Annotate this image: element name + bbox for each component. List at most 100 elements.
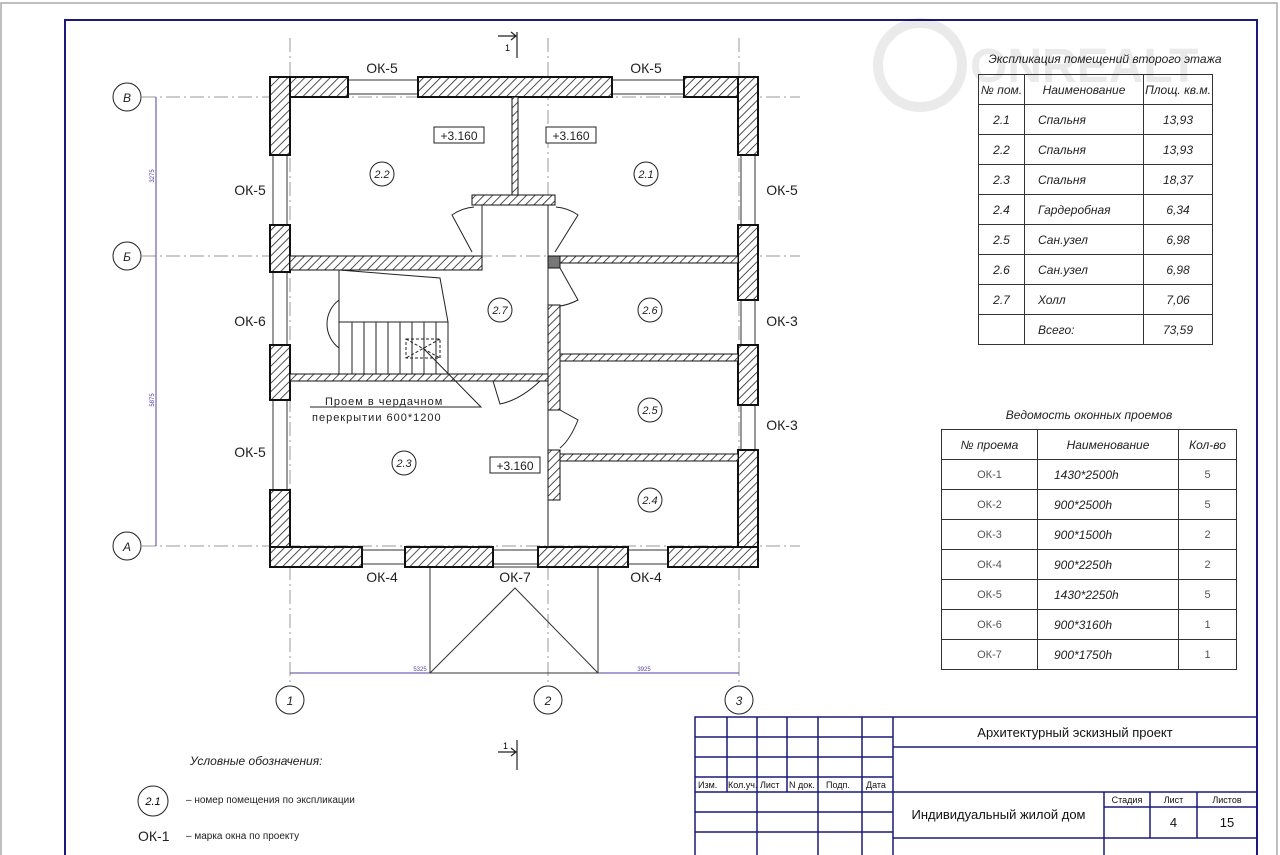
windows-table-title: Ведомость оконных проемов — [1005, 408, 1173, 422]
axis-label-a: А — [122, 540, 131, 554]
staircase — [310, 269, 483, 408]
cell: 5 — [1178, 459, 1237, 490]
cell: 2 — [1178, 519, 1237, 550]
axis-label-v: В — [123, 91, 131, 105]
cell: 13,93 — [1143, 134, 1213, 165]
cell: 900*1750h — [1037, 639, 1179, 670]
tb-col-header: Дата — [866, 780, 886, 790]
dim-vertical-1: 3275 — [150, 169, 156, 183]
room-number: 2.2 — [373, 169, 389, 181]
cell: Сан.узел — [1024, 254, 1144, 285]
window-label: ОК-4 — [366, 569, 398, 585]
walls — [269, 76, 759, 568]
drawing-frame — [64, 19, 1258, 855]
level-marks — [433, 126, 597, 474]
cell: 73,59 — [1143, 314, 1213, 345]
cell: 6,34 — [1143, 194, 1213, 225]
cell: 2.7 — [978, 284, 1025, 315]
window-label: ОК-3 — [766, 417, 798, 433]
cell: 1 — [1178, 639, 1237, 670]
tb-col-header: Кол.уч. — [728, 780, 758, 790]
cell: Всего: — [1024, 314, 1144, 345]
section-mark-icon — [498, 31, 518, 770]
room-markers — [369, 161, 663, 513]
cell: 2.4 — [978, 194, 1025, 225]
level-mark: +3.160 — [440, 129, 477, 143]
dim-horizontal-1: 5325 — [413, 667, 427, 673]
rooms-table-title: Экспликация помещений второго этажа — [988, 52, 1222, 66]
window-label: ОК-7 — [499, 569, 531, 585]
section-number-bottom: 1 — [503, 741, 508, 751]
sheet-number: 4 — [1169, 815, 1178, 830]
door-swings — [451, 206, 579, 449]
window-label: ОК-6 — [234, 313, 266, 329]
cell: 2.5 — [978, 224, 1025, 255]
cell: 2 — [1178, 549, 1237, 580]
cell: 5 — [1178, 489, 1237, 520]
cell: 7,06 — [1143, 284, 1213, 315]
axis-label-2: 2 — [544, 694, 552, 708]
window-label: ОК-5 — [366, 60, 398, 76]
window-label: ОК-5 — [234, 444, 266, 460]
project-title: Архитектурный эскизный проект — [977, 725, 1173, 740]
window-label: ОК-5 — [766, 182, 798, 198]
cell: Гардеробная — [1024, 194, 1144, 225]
opening-note-line1: Проем в чердачном — [325, 396, 443, 408]
legend-room-marker — [137, 785, 169, 817]
axis-label-b: Б — [123, 250, 131, 264]
cell: Спальня — [1024, 104, 1144, 135]
sheets-total: 15 — [1219, 815, 1235, 830]
cell: 2.1 — [978, 104, 1025, 135]
cell: 900*2250h — [1037, 549, 1179, 580]
tb-col-header: Изм. — [698, 780, 718, 790]
cell: ОК-4 — [941, 549, 1038, 580]
column-header: Кол-во — [1178, 429, 1237, 460]
column — [547, 255, 561, 269]
cell: 5 — [1178, 579, 1237, 610]
tb-col-header: Лист — [760, 780, 780, 790]
axis-label-3: 3 — [736, 694, 743, 708]
section-number-top: 1 — [505, 43, 510, 53]
window-label: ОК-4 — [630, 569, 662, 585]
table-row-total: Всего:73,59 — [978, 314, 1213, 345]
axis-label-1: 1 — [287, 694, 294, 708]
cell: ОК-1 — [941, 459, 1038, 490]
column-header: Наименование — [1037, 429, 1179, 460]
legend-title: Условные обозначения: — [190, 754, 323, 768]
room-number: 2.7 — [491, 305, 508, 317]
cell: 900*1500h — [1037, 519, 1179, 550]
cell: Спальня — [1024, 134, 1144, 165]
cell: 900*3160h — [1037, 609, 1179, 640]
legend-window-symbol: ОК-1 — [138, 828, 170, 844]
sheet-label: Лист — [1163, 795, 1184, 805]
cell: 1430*2500h — [1037, 459, 1179, 490]
column-header: Наименование — [1024, 74, 1144, 105]
cell: 900*2500h — [1037, 489, 1179, 520]
column-header: Площ. кв.м. — [1143, 74, 1213, 105]
legend-room-symbol: 2.1 — [144, 796, 160, 808]
cell: 13,93 — [1143, 104, 1213, 135]
window-label: ОК-5 — [630, 60, 662, 76]
cell: 6,98 — [1143, 224, 1213, 255]
column-header: № пом. — [978, 74, 1025, 105]
window-label: ОК-5 — [234, 182, 266, 198]
partitions — [289, 96, 739, 501]
porch-canopy — [429, 566, 599, 674]
level-mark: +3.160 — [552, 129, 589, 143]
sheets-label: Листов — [1212, 795, 1242, 805]
room-number: 2.6 — [641, 305, 658, 317]
cell: 2.6 — [978, 254, 1025, 285]
cell: Спальня — [1024, 164, 1144, 195]
object-title: Индивидуальный жилой дом — [911, 807, 1086, 822]
cell: ОК-2 — [941, 489, 1038, 520]
